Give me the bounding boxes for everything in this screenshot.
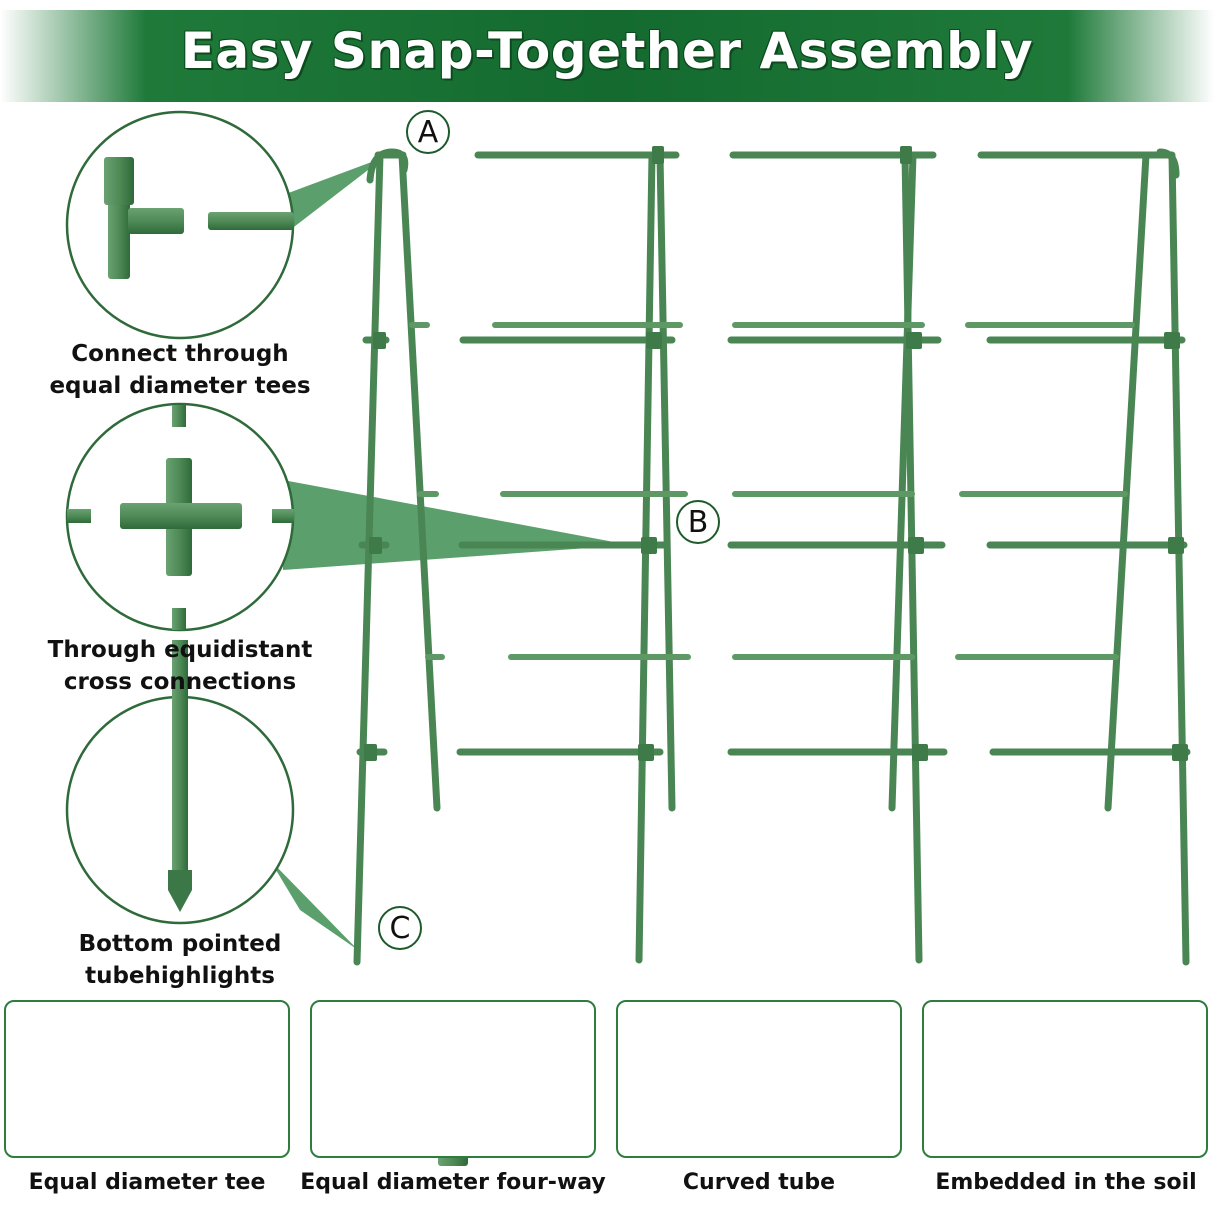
point-caption-line1: Bottom pointed [78,931,282,957]
point-caption-line2: tubehighlights [85,963,275,989]
page-title: Easy Snap-Together Assembly [180,22,1034,80]
card-stake [922,1000,1208,1158]
card-label-stake: Embedded in the soil [935,1170,1197,1195]
highlight-wedge-a [283,157,385,230]
card-label-four-way: Equal diameter four-way [300,1170,606,1195]
card-curved-tube [616,1000,902,1158]
tee-caption-line2: equal diameter tees [49,373,311,399]
point-caption: Bottom pointed tubehighlights [20,928,340,992]
cross-caption-line1: Through equidistant [47,637,313,663]
point-detail-icon [168,640,192,912]
card-four-way [310,1000,596,1158]
marker-b: B [676,500,720,544]
trellis-frame [353,146,1191,966]
card-tee [4,1000,290,1158]
cross-detail-icon [67,405,294,630]
card-label-curved-tube: Curved tube [682,1170,836,1195]
cross-caption: Through equidistant cross connections [20,634,340,698]
tee-caption: Connect through equal diameter tees [20,338,340,402]
card-label-tee: Equal diameter tee [28,1170,266,1195]
marker-c: C [378,906,422,950]
highlight-wedge-c [270,860,358,950]
marker-a: A [406,110,450,154]
cross-caption-line2: cross connections [63,669,297,695]
title-banner [0,10,1214,102]
tee-caption-line1: Connect through [71,341,289,367]
tee-detail-icon [104,157,294,279]
